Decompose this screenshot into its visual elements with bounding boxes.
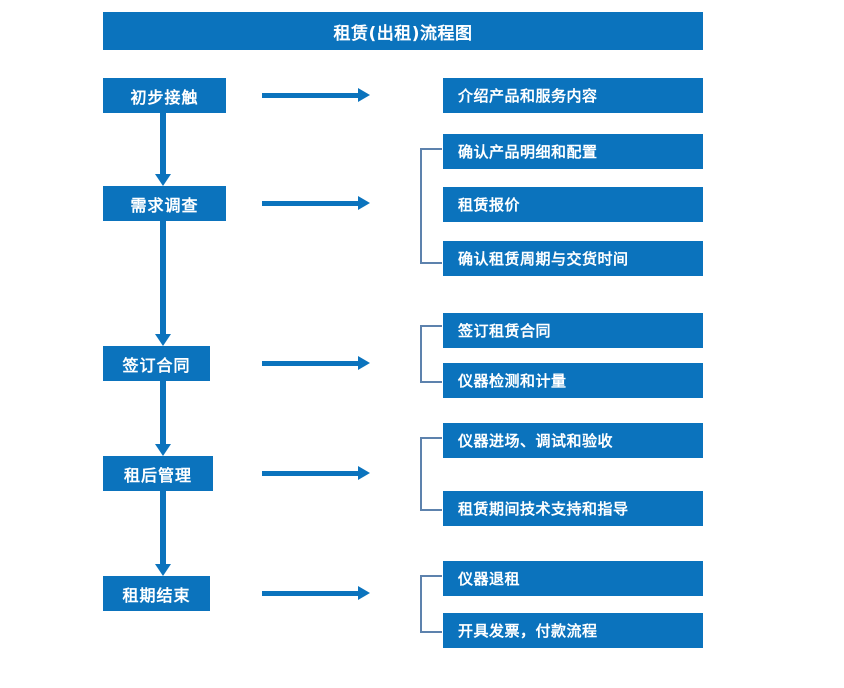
arrow-head bbox=[358, 196, 370, 210]
arrow-shaft bbox=[160, 113, 166, 174]
arrow-right-5 bbox=[262, 586, 372, 600]
arrow-right-3 bbox=[262, 356, 372, 370]
arrow-head bbox=[358, 466, 370, 480]
arrow-down-2 bbox=[155, 221, 171, 346]
arrow-shaft bbox=[160, 381, 166, 444]
stage-box-2[interactable]: 需求调查 bbox=[103, 186, 226, 221]
detail-box-4[interactable]: 确认租赁周期与交货时间 bbox=[443, 241, 703, 276]
arrow-right-1 bbox=[262, 88, 372, 102]
arrow-head bbox=[358, 88, 370, 102]
arrow-right-4 bbox=[262, 466, 372, 480]
arrow-shaft bbox=[160, 491, 166, 564]
stage-box-1[interactable]: 初步接触 bbox=[103, 78, 226, 113]
group-bracket-1 bbox=[420, 148, 442, 264]
detail-box-10[interactable]: 开具发票，付款流程 bbox=[443, 613, 703, 648]
detail-box-8[interactable]: 租赁期间技术支持和指导 bbox=[443, 491, 703, 526]
arrow-head bbox=[155, 564, 171, 576]
group-bracket-3 bbox=[420, 437, 442, 511]
arrow-head bbox=[155, 334, 171, 346]
page-title: 租赁(出租)流程图 bbox=[103, 12, 703, 50]
detail-box-9[interactable]: 仪器退租 bbox=[443, 561, 703, 596]
arrow-shaft bbox=[262, 471, 360, 476]
arrow-down-1 bbox=[155, 113, 171, 186]
detail-box-7[interactable]: 仪器进场、调试和验收 bbox=[443, 423, 703, 458]
detail-box-1[interactable]: 介绍产品和服务内容 bbox=[443, 78, 703, 113]
arrow-shaft bbox=[262, 361, 360, 366]
detail-box-5[interactable]: 签订租赁合同 bbox=[443, 313, 703, 348]
stage-box-3[interactable]: 签订合同 bbox=[103, 346, 210, 381]
arrow-down-4 bbox=[155, 491, 171, 576]
arrow-head bbox=[155, 444, 171, 456]
arrow-right-2 bbox=[262, 196, 372, 210]
detail-box-2[interactable]: 确认产品明细和配置 bbox=[443, 134, 703, 169]
arrow-head bbox=[358, 356, 370, 370]
detail-box-6[interactable]: 仪器检测和计量 bbox=[443, 363, 703, 398]
group-bracket-4 bbox=[420, 575, 442, 633]
stage-box-4[interactable]: 租后管理 bbox=[103, 456, 213, 491]
arrow-shaft bbox=[160, 221, 166, 334]
arrow-head bbox=[358, 586, 370, 600]
arrow-shaft bbox=[262, 201, 360, 206]
arrow-head bbox=[155, 174, 171, 186]
arrow-down-3 bbox=[155, 381, 171, 456]
stage-box-5[interactable]: 租期结束 bbox=[103, 576, 210, 611]
detail-box-3[interactable]: 租赁报价 bbox=[443, 187, 703, 222]
arrow-shaft bbox=[262, 591, 360, 596]
group-bracket-2 bbox=[420, 325, 442, 383]
arrow-shaft bbox=[262, 93, 360, 98]
